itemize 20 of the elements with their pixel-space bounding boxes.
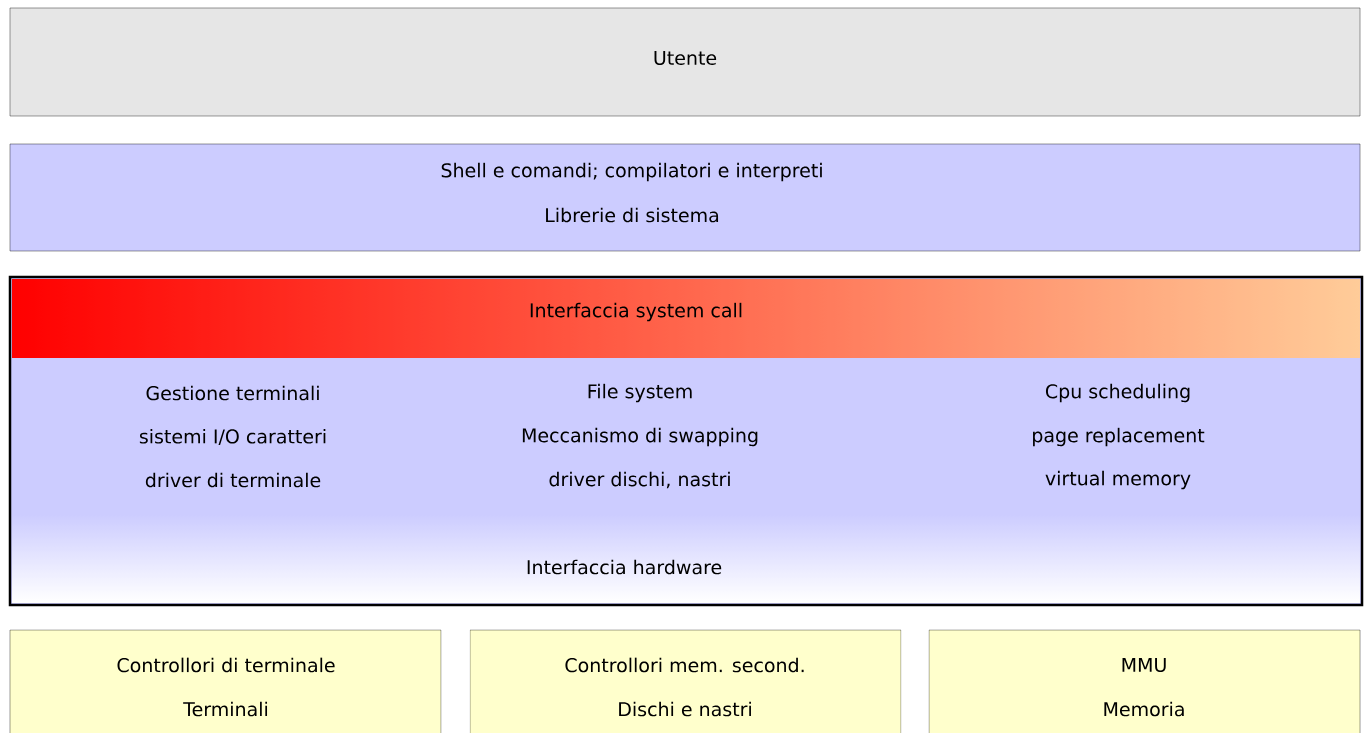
layer-label: Interfaccia system call	[530, 302, 742, 322]
layer-label: driver dischi, nastri	[549, 471, 730, 489]
layer-label: Librerie di sistema	[546, 207, 719, 223]
layer-label: Dischi e nastri	[619, 701, 751, 717]
layer-label: Utente	[654, 50, 717, 66]
layer-label: sistemi I/O caratteri	[139, 428, 326, 446]
layer-label: virtual memory	[1045, 470, 1191, 490]
layer-label: Controllori mem. second.	[565, 657, 804, 673]
layer-label: Gestione terminali	[146, 385, 319, 401]
layer-label: Interfaccia hardware	[527, 559, 722, 575]
layer-label: driver di terminale	[145, 472, 321, 488]
layer-label: Controllori di terminale	[117, 657, 335, 673]
layer-label: Meccanismo di swapping	[522, 427, 758, 447]
layer-label: Cpu scheduling	[1045, 383, 1190, 403]
layer-label: Memoria	[1104, 701, 1184, 717]
layer-label: Terminali	[183, 701, 268, 717]
layer-label: File system	[588, 383, 692, 403]
layer-label: Shell e comandi; compilatori e interpreti	[441, 162, 822, 182]
layer-label: MMU	[1122, 657, 1166, 673]
layer-label: page replacement	[1033, 427, 1205, 447]
